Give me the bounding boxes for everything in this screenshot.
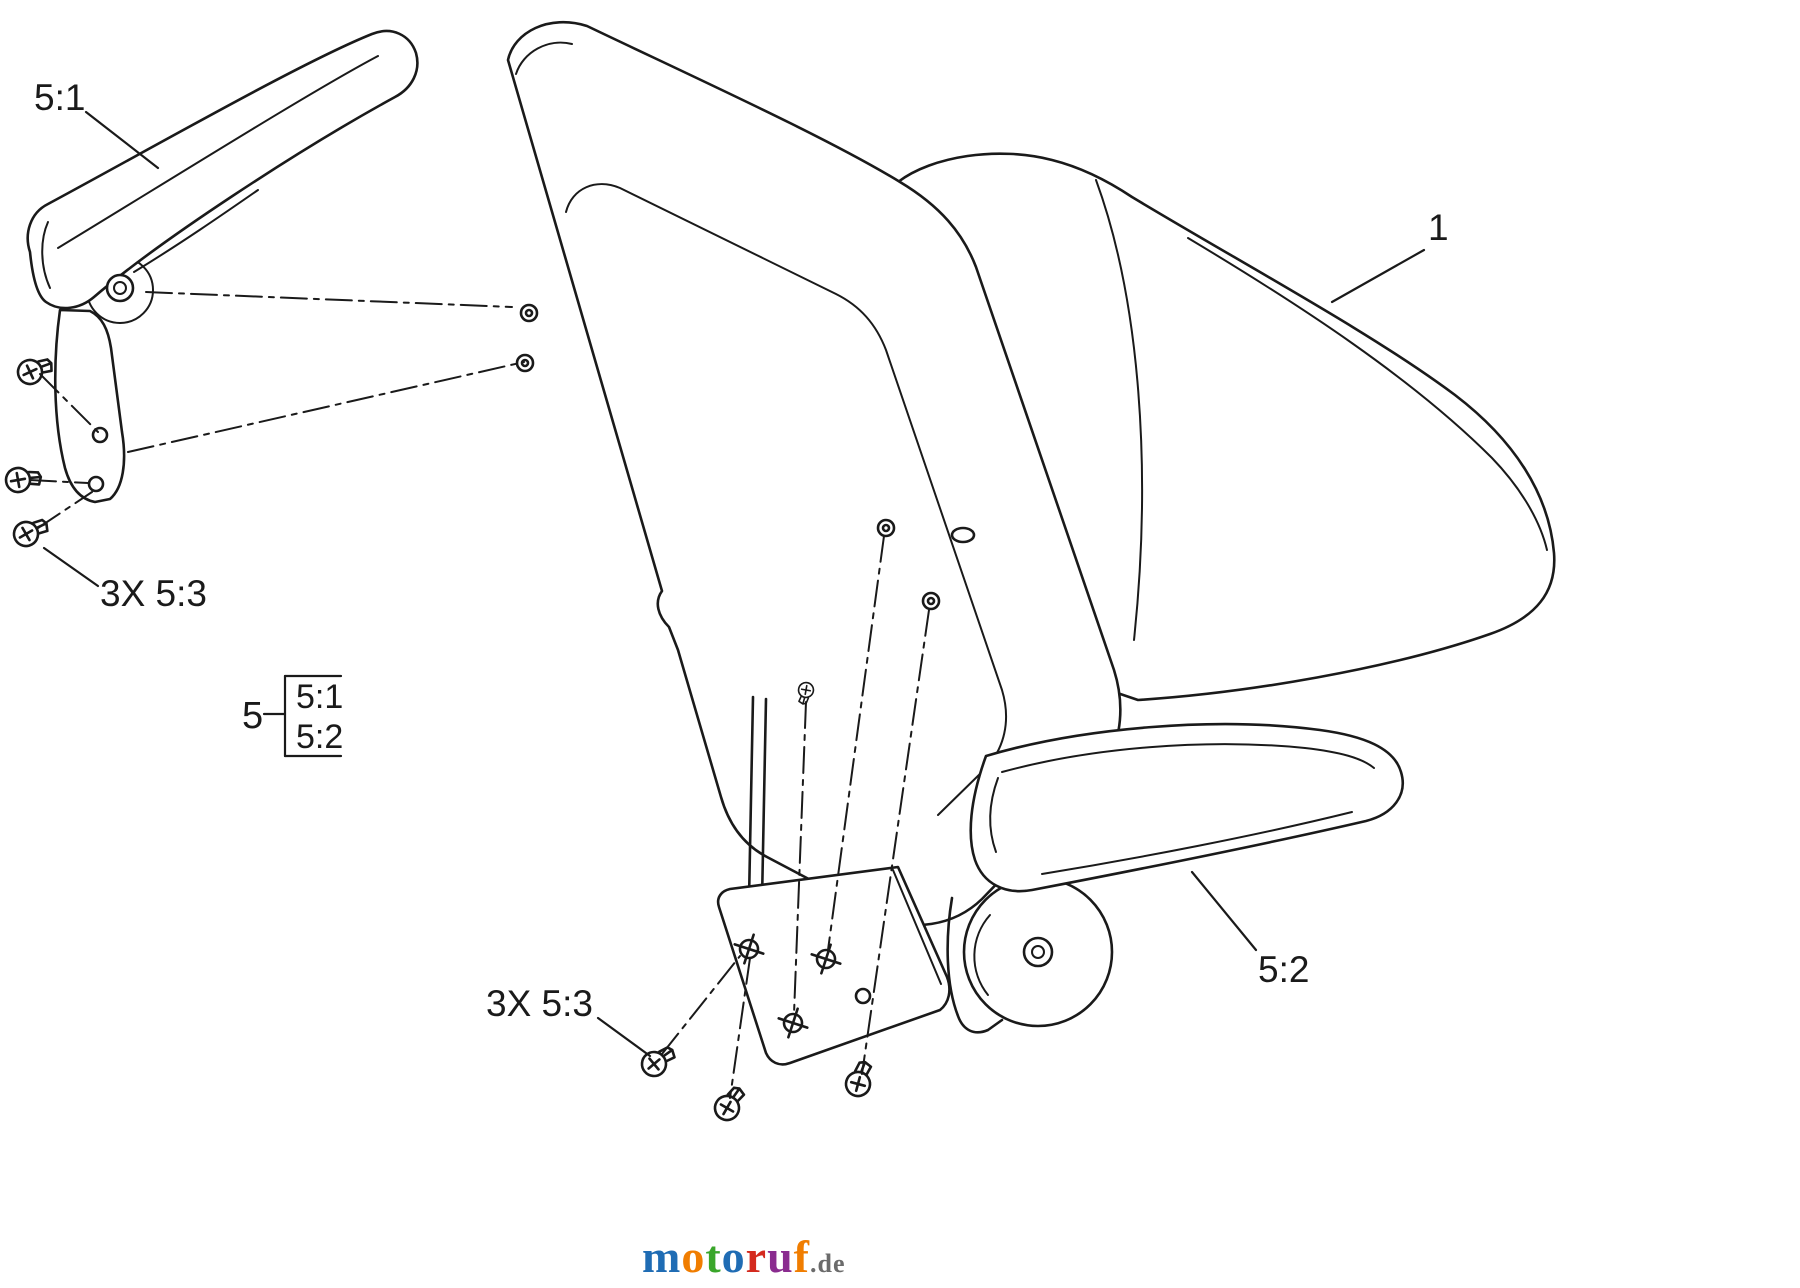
bottom-screws: [635, 1038, 877, 1126]
armrest-left-pad-inner-line: [57, 55, 379, 249]
seat-assembly: [506, 21, 1556, 927]
armrest-left-bracket-hole-1: [91, 426, 109, 444]
logo-letter: u: [767, 1231, 794, 1282]
site-logo[interactable]: motoruf.de: [642, 1231, 846, 1282]
armrest-right-bracket: [946, 896, 1004, 1034]
leader-screws-bottom: [596, 1016, 652, 1058]
bracket-fold-line: [892, 869, 942, 985]
centerline-bottom-2: [861, 609, 930, 1075]
armrest-right-pivot-hub: [1022, 936, 1054, 968]
armrest-right-pad-bottom-line: [1041, 811, 1353, 875]
armrest-left-assembly: [26, 29, 419, 504]
label-group-number: 5: [242, 695, 263, 737]
seat-cushion-seam: [1187, 237, 1548, 551]
label-screws-bottom: 3X 5:3: [486, 983, 593, 1024]
leader-screws-left: [42, 546, 100, 588]
seat-backrest-side-line: [1095, 179, 1144, 641]
armrest-right-pivot-hub-center: [1031, 945, 1045, 959]
screw-bottom-3: [842, 1057, 877, 1100]
bracket-plain-hole: [854, 987, 872, 1005]
seat-mount-plug-lower: [515, 353, 535, 373]
screw-left-2: [2, 462, 45, 496]
label-seat: 1: [1428, 207, 1449, 248]
centerline-bottom-1: [827, 535, 885, 951]
seat-mount-plug-upper: [519, 303, 539, 323]
screw-bottom-1: [635, 1038, 681, 1083]
seat-back-top-edge-line: [515, 41, 573, 75]
centerline-screw-left-3: [37, 491, 93, 529]
diagram-root: 5:1 1 3X 5:3 3X 5:3 5:2 5 5:1 5:2 motoru…: [2, 21, 1556, 1282]
logo-letter: o: [722, 1231, 746, 1282]
seat-rail-line-left: [747, 695, 755, 902]
logo-letter: r: [746, 1231, 767, 1282]
armrest-left-bracket-hole-2: [87, 475, 105, 493]
seat-back-inner-panel-line: [565, 183, 1008, 816]
centerline-bottom-5: [661, 955, 741, 1055]
bottom-mount-bracket: [716, 865, 951, 1066]
screw-bottom-2: [709, 1080, 751, 1126]
armrest-left-support-arm-line: [133, 189, 259, 273]
alignment-centerlines: [29, 291, 930, 1099]
callout-labels: 5:1 1 3X 5:3 3X 5:3 5:2 5 5:1 5:2: [34, 77, 1449, 1024]
centerline-bottom-3: [793, 701, 807, 1015]
leader-seat: [1330, 248, 1426, 304]
armrest-left-pad-outline: [26, 29, 419, 310]
leader-armrest-right: [1190, 870, 1258, 952]
centerline-left-lower: [127, 361, 525, 453]
leader-lines: [42, 110, 1426, 1058]
armrest-right-pad-inner-line: [1001, 743, 1375, 773]
seat-mount-hole: [950, 526, 976, 544]
armrest-left-pad-end-line: [41, 221, 51, 289]
logo-letter: t: [705, 1231, 721, 1282]
centerline-screw-left-1: [39, 373, 99, 433]
armrest-right-assembly: [946, 722, 1404, 1034]
armrest-right-disc-inner-arc: [973, 914, 991, 996]
logo-letter: f: [794, 1231, 810, 1282]
label-group-item-1: 5:1: [296, 678, 343, 716]
seat-mount-plug-right-lower: [921, 591, 941, 611]
centerline-screw-left-2: [29, 479, 89, 484]
seat-mount-plug-right-upper: [876, 518, 896, 538]
logo-suffix: .de: [810, 1249, 846, 1278]
armrest-right-pad-end-line: [989, 777, 999, 853]
screw-left-3: [8, 510, 54, 552]
label-screws-left: 3X 5:3: [100, 573, 207, 614]
armrest-left-pivot-hub: [105, 273, 135, 303]
site-logo-text[interactable]: motoruf.de: [642, 1231, 846, 1282]
centerline-bottom-4: [729, 957, 751, 1099]
seat-rail-line-right: [760, 697, 768, 903]
armrest-left-bracket: [53, 308, 126, 504]
label-armrest-right: 5:2: [1258, 949, 1309, 990]
armrest-left-pivot-hub-center: [113, 281, 127, 295]
centerline-left-upper: [145, 291, 513, 308]
label-group-item-2: 5:2: [296, 718, 343, 756]
leader-armrest-left: [84, 110, 160, 170]
seat-back-outline: [506, 21, 1122, 927]
label-armrest-left: 5:1: [34, 77, 85, 118]
logo-letter: m: [642, 1231, 681, 1282]
armrest-right-pad-outline: [969, 722, 1404, 893]
logo-letter: o: [681, 1231, 705, 1282]
